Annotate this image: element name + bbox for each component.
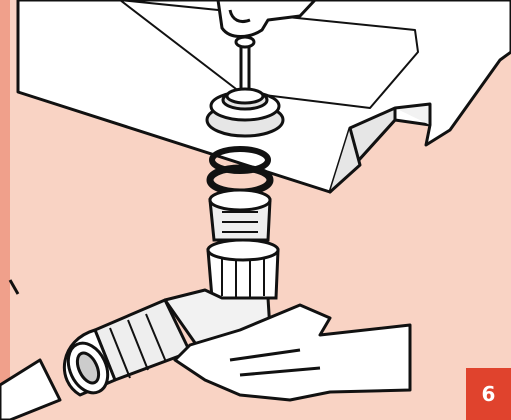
step-number-badge: 6 [466, 368, 511, 420]
left-margin-band [0, 0, 10, 420]
drain-tailpiece [210, 190, 270, 240]
drain-flange [207, 89, 283, 136]
coupling-nut [208, 240, 278, 298]
